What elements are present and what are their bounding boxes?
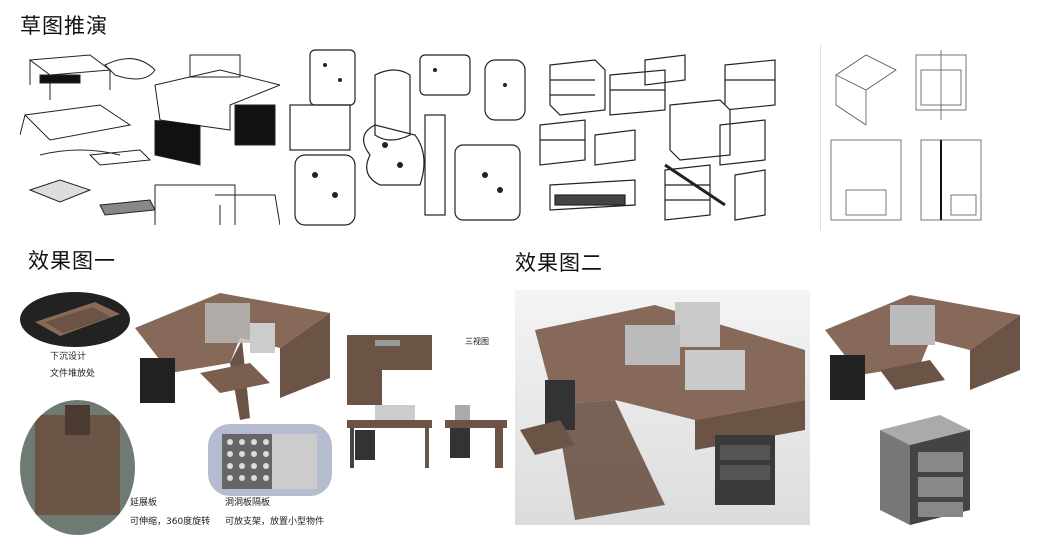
pegboard-desc: 可放支架，放置小型物件 [225, 517, 325, 527]
mobile-cabinet-render [870, 410, 980, 530]
four-seat-workstation-render [515, 290, 810, 525]
desk-sketches [20, 45, 280, 230]
sunken-label: 下沉设计 [50, 352, 87, 362]
pegboard-label: 洞洞板隔板 [225, 498, 271, 508]
extension-desc: 可伸缩，360度旋转 [130, 517, 211, 527]
pegboard-sketches [285, 45, 535, 230]
three-view-drawing [345, 330, 510, 470]
sketch-section-title: 草图推演 [20, 14, 108, 38]
render2-section-title: 效果图二 [515, 251, 603, 275]
desk-render-2 [820, 290, 1040, 410]
extension-label: 延展板 [130, 498, 158, 508]
extension-board-detail-image [20, 400, 135, 535]
cabinet-sketches [535, 45, 790, 230]
sunken-desc: 文件堆放处 [50, 369, 96, 379]
sunken-tray-detail-image [20, 292, 130, 347]
desk-render-1 [130, 288, 335, 420]
three-view-label: 三视图 [465, 337, 489, 346]
pegboard-detail-image [208, 424, 332, 496]
orthographic-drawings [820, 45, 1041, 230]
render1-section-title: 效果图一 [28, 249, 116, 273]
